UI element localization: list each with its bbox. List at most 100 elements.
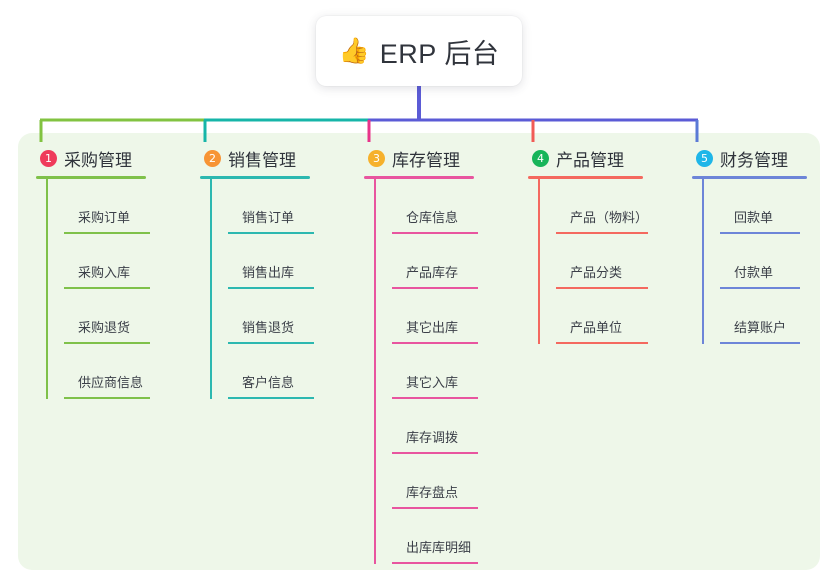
branch-item-underline (392, 452, 478, 454)
root-node[interactable]: 👍 ERP 后台 (316, 16, 522, 86)
branch-item-underline (392, 232, 478, 234)
branch-underline (200, 176, 310, 179)
branch-item-underline (228, 232, 314, 234)
branch-item-underline (720, 287, 800, 289)
branch-item[interactable]: 其它出库 (392, 289, 478, 344)
branch-underline (528, 176, 643, 179)
branch-item[interactable]: 产品单位 (556, 289, 648, 344)
branch-item-label: 其它入库 (406, 375, 459, 390)
root-node-title: ERP 后台 (379, 38, 500, 69)
branch-item-label: 回款单 (734, 210, 774, 225)
branch-item-underline (64, 287, 150, 289)
branch-item-underline (556, 232, 648, 234)
branch-header[interactable]: 1 采购管理 (36, 146, 146, 170)
branch-items: 销售订单销售出库销售退货客户信息 (200, 179, 314, 399)
branch-number-badge: 4 (532, 149, 549, 167)
branch-item-underline (392, 342, 478, 344)
branch-items: 仓库信息产品库存其它出库其它入库库存调拨库存盘点出库库明细 (364, 179, 478, 564)
branch-number-badge: 5 (696, 149, 713, 167)
branch-item[interactable]: 其它入库 (392, 344, 478, 399)
branch-item-label: 产品单位 (570, 320, 623, 335)
branch-item[interactable]: 销售退货 (228, 289, 314, 344)
branch-underline (36, 176, 146, 179)
branch-number-badge: 2 (204, 149, 221, 167)
diagram-panel (18, 133, 820, 570)
branch-number-badge: 1 (40, 149, 57, 167)
branch-item[interactable]: 出库库明细 (392, 509, 478, 564)
branch-item-underline (64, 342, 150, 344)
branch-item-label: 采购订单 (78, 210, 131, 225)
branch-item-label: 其它出库 (406, 320, 459, 335)
branch-item-underline (556, 287, 648, 289)
branch-title: 库存管理 (392, 150, 460, 170)
branch-item-underline (392, 562, 478, 564)
branch-item[interactable]: 库存盘点 (392, 454, 478, 509)
branch-item-label: 销售退货 (242, 320, 295, 335)
branch-item[interactable]: 产品（物料） (556, 179, 648, 234)
branch-item-underline (392, 397, 478, 399)
branch-title: 产品管理 (556, 150, 624, 170)
branch-item-underline (720, 232, 800, 234)
branch-item[interactable]: 采购订单 (64, 179, 150, 234)
branch-item-label: 库存盘点 (406, 485, 459, 500)
branch-column: 5 财务管理回款单付款单结算账户 (692, 146, 807, 344)
branch-spine (46, 179, 48, 399)
branch-underline (692, 176, 807, 179)
branch-item-label: 仓库信息 (406, 210, 459, 225)
branch-items: 采购订单采购入库采购退货供应商信息 (36, 179, 150, 399)
branch-header[interactable]: 2 销售管理 (200, 146, 310, 170)
branch-item[interactable]: 产品库存 (392, 234, 478, 289)
branch-spine (374, 179, 376, 564)
branch-item-label: 采购入库 (78, 265, 131, 280)
branch-header[interactable]: 5 财务管理 (692, 146, 807, 170)
branch-title: 采购管理 (64, 150, 132, 170)
branch-item-label: 结算账户 (734, 320, 787, 335)
branch-item-label: 采购退货 (78, 320, 131, 335)
branch-column: 3 库存管理仓库信息产品库存其它出库其它入库库存调拨库存盘点出库库明细 (364, 146, 478, 564)
thumbs-up-icon: 👍 (338, 36, 370, 65)
branch-spine (210, 179, 212, 399)
branch-item-label: 客户信息 (242, 375, 295, 390)
branch-item[interactable]: 采购退货 (64, 289, 150, 344)
branch-item[interactable]: 结算账户 (720, 289, 807, 344)
branch-item-label: 产品（物料） (570, 210, 649, 225)
branch-item-underline (392, 287, 478, 289)
branch-item-underline (556, 342, 648, 344)
branch-item-underline (720, 342, 800, 344)
branch-header[interactable]: 3 库存管理 (364, 146, 474, 170)
branch-item-label: 供应商信息 (78, 375, 144, 390)
branch-item[interactable]: 库存调拨 (392, 399, 478, 454)
branch-item-underline (228, 342, 314, 344)
branch-item-label: 销售出库 (242, 265, 295, 280)
branch-item[interactable]: 回款单 (720, 179, 807, 234)
branch-underline (364, 176, 474, 179)
branch-column: 2 销售管理销售订单销售出库销售退货客户信息 (200, 146, 314, 399)
branch-header[interactable]: 4 产品管理 (528, 146, 643, 170)
branch-item-label: 库存调拨 (406, 430, 459, 445)
branch-spine (702, 179, 704, 344)
branch-spine (538, 179, 540, 344)
branch-item[interactable]: 产品分类 (556, 234, 648, 289)
branch-item-label: 产品分类 (570, 265, 623, 280)
branch-column: 4 产品管理产品（物料） 产品分类产品单位 (528, 146, 648, 344)
branch-item-label: 产品库存 (406, 265, 459, 280)
branch-item[interactable]: 销售出库 (228, 234, 314, 289)
branch-title: 财务管理 (720, 150, 788, 170)
branch-item-label: 付款单 (734, 265, 774, 280)
branch-item[interactable]: 仓库信息 (392, 179, 478, 234)
branch-item-underline (64, 232, 150, 234)
branch-item-label: 出库库明细 (406, 540, 472, 555)
branch-item[interactable]: 采购入库 (64, 234, 150, 289)
branch-item-underline (228, 287, 314, 289)
branch-item[interactable]: 供应商信息 (64, 344, 150, 399)
branch-item-underline (64, 397, 150, 399)
branch-number-badge: 3 (368, 149, 385, 167)
branch-items: 回款单付款单结算账户 (692, 179, 807, 344)
branch-item[interactable]: 客户信息 (228, 344, 314, 399)
branch-title: 销售管理 (228, 150, 296, 170)
branch-item[interactable]: 销售订单 (228, 179, 314, 234)
branch-item[interactable]: 付款单 (720, 234, 807, 289)
branch-item-label: 销售订单 (242, 210, 295, 225)
branch-items: 产品（物料） 产品分类产品单位 (528, 179, 648, 344)
